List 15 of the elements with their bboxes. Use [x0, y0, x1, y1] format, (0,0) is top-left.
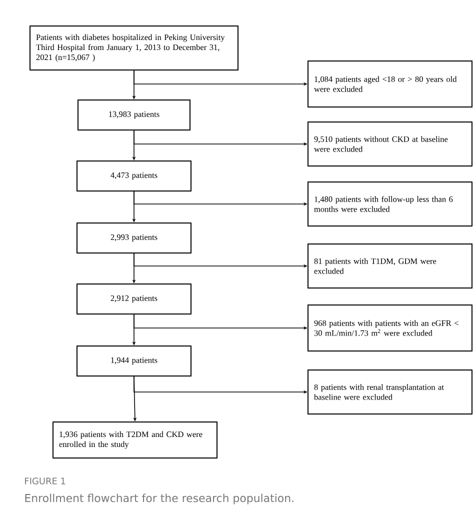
process-box: 2,993 patients — [76, 222, 192, 254]
exclusion-box: 9,510 patients without CKD at baseline were excluded — [308, 122, 472, 166]
caption: Enrollment flowchart for the research population. — [25, 494, 294, 504]
process-box: Patients with diabetes hospitalized in Peking University Third Hospital from January 1, 2013 to December 31, 2021 (n=15,067 ) — [30, 26, 238, 70]
exclusion-box: 1,480 patients with follow-up less than 6 months were excluded — [308, 182, 472, 226]
process-box: 1,944 patients — [76, 346, 192, 376]
process-box: 13,983 patients — [78, 100, 190, 130]
process-box: 1,936 patients with T2DM and CKD were enrolled in the study — [52, 422, 218, 458]
figure-label: FIGURE 1 — [25, 478, 66, 484]
exclusion-box: 1,084 patients aged <18 or > 80 years old were excluded — [308, 60, 472, 108]
process-box: 4,473 patients — [76, 160, 192, 192]
exclusion-box: 8 patients with renal transplantation at baseline were excluded — [308, 370, 472, 414]
exclusion-box: 968 patients with patients with an eGFR < 30 mL/min/1.73 m$^{2}$ were excluded — [308, 304, 472, 352]
exclusion-box: 81 patients with T1DM, GDM were excluded — [308, 244, 472, 288]
process-box: 2,912 patients — [76, 284, 192, 314]
